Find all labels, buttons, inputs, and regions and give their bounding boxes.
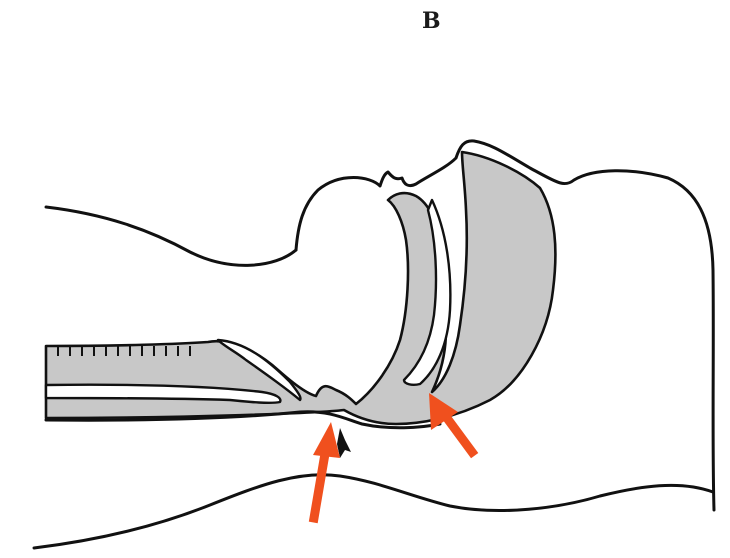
back-outline [46, 207, 296, 265]
pillow-outline [34, 475, 713, 548]
airway-gray-region [46, 152, 555, 424]
left-arrow-icon [313, 422, 340, 518]
collapse-marker-icon [337, 428, 351, 458]
